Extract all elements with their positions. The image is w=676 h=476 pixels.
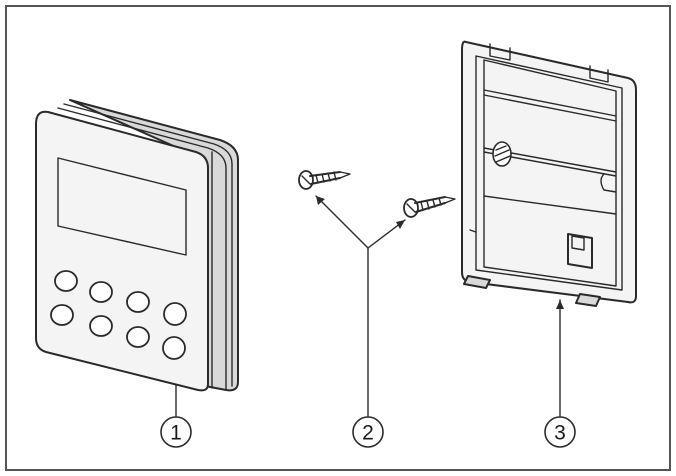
callout-3-label: 3 (554, 422, 566, 445)
control-button (54, 270, 78, 292)
controller-buttons (50, 270, 187, 360)
screw (298, 170, 351, 190)
callout-2-label: 2 (362, 422, 374, 445)
display-window (57, 157, 187, 256)
wired-controller (35, 99, 239, 392)
callout-1-label: 1 (170, 422, 182, 445)
control-button (126, 326, 150, 348)
control-button (89, 315, 113, 337)
callout-2: 2 (352, 416, 384, 448)
leader-lines-2 (315, 195, 406, 417)
screw (403, 196, 456, 218)
control-button (89, 281, 113, 303)
callout-1: 1 (160, 416, 192, 448)
control-button (162, 336, 186, 360)
control-button (126, 291, 150, 313)
back-plate (461, 40, 637, 307)
control-button (163, 302, 187, 326)
controller-front-face (35, 110, 209, 392)
control-button (50, 304, 74, 326)
callout-3: 3 (544, 416, 576, 448)
